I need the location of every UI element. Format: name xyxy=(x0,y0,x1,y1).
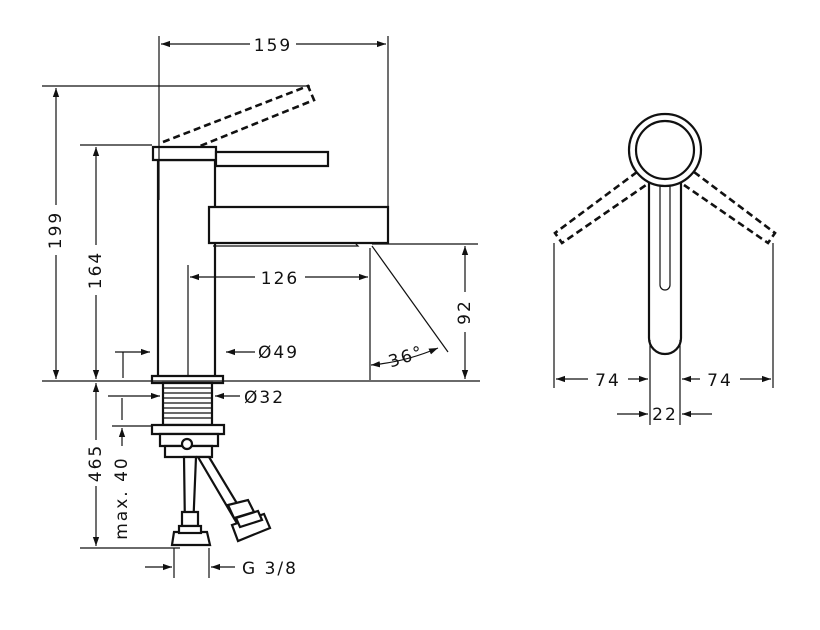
dim-126-label: 126 xyxy=(261,269,299,289)
dimension-lines-side xyxy=(42,36,480,578)
dim-diameter-32-label: Ø32 xyxy=(244,388,285,408)
dim-159-label: 159 xyxy=(254,36,292,56)
dim-22-label: 22 xyxy=(652,405,678,425)
lever-raised-dashed xyxy=(162,84,316,148)
faucet-body xyxy=(156,158,217,380)
fixing-nut xyxy=(150,423,226,436)
lever-left-dashed xyxy=(553,170,647,245)
lever-front xyxy=(647,158,683,356)
dim-36-deg-label: 36° xyxy=(386,342,427,372)
faucet-front-view xyxy=(553,112,777,356)
fixing-sleeve xyxy=(163,444,214,459)
hose-connector-right xyxy=(226,498,272,543)
handle-cap xyxy=(151,145,218,162)
dimension-lines-front xyxy=(553,243,774,425)
dimension-labels-side: 159 199 164 126 92 36° Ø49 Ø32 465 max. … xyxy=(45,33,476,579)
dim-diameter-49-label: Ø49 xyxy=(258,343,299,363)
spout xyxy=(207,205,390,245)
dim-right-74-label: 74 xyxy=(707,371,733,391)
aerator-line xyxy=(213,242,360,247)
dim-92-label: 92 xyxy=(455,299,475,325)
dim-left-74-label: 74 xyxy=(595,371,621,391)
dim-164-label: 164 xyxy=(86,251,106,289)
faucet-side-view xyxy=(150,84,390,547)
body-inner-circle xyxy=(634,119,696,181)
lever-handle xyxy=(214,150,330,168)
dim-max-40-label: max. 40 xyxy=(112,456,132,539)
fixing-bolt xyxy=(180,437,194,451)
lever-slot xyxy=(659,177,671,291)
hose-connector-left xyxy=(170,510,212,547)
dim-465-label: 465 xyxy=(86,444,106,482)
dim-g38-label: G 3/8 xyxy=(242,559,298,579)
lever-right-dashed xyxy=(683,170,777,245)
dimension-labels-front: 74 74 22 xyxy=(588,368,740,425)
threaded-shank xyxy=(161,381,214,427)
dim-199-label: 199 xyxy=(46,211,66,249)
